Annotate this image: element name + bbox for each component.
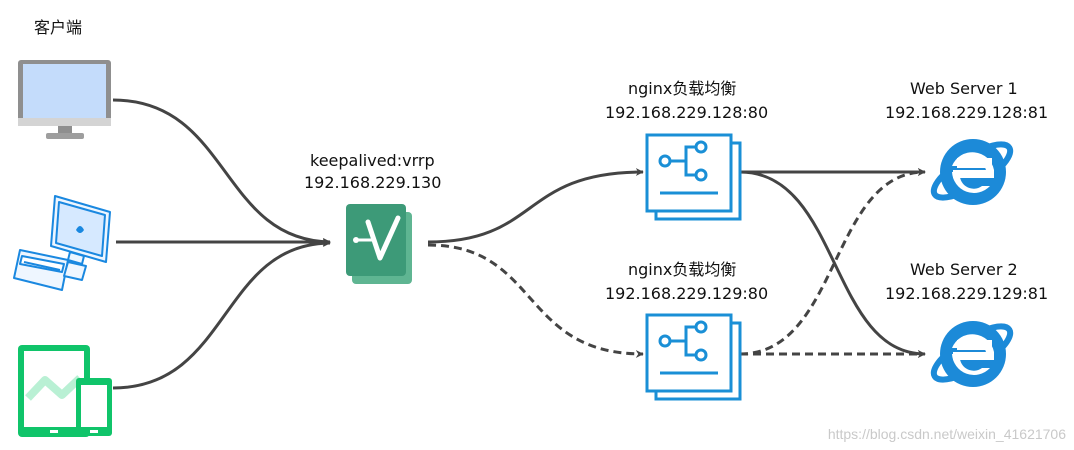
edge-keepalived-to-nginx2 (427, 243, 644, 358)
server-2-addr: 192.168.229.129:81 (885, 284, 1049, 303)
keepalived-ip: 192.168.229.130 (304, 173, 442, 192)
keepalived-name: keepalived:vrrp (310, 151, 435, 170)
tablet-phone-icon (18, 345, 112, 437)
edge-client1-to-keepalived (112, 98, 331, 246)
nginx-2-name: nginx负载均衡 (628, 260, 737, 279)
nginx-2-addr: 192.168.229.129:80 (605, 284, 769, 303)
nginx-1-addr: 192.168.229.128:80 (605, 103, 769, 122)
desktop-monitor-icon (18, 60, 111, 139)
load-balancer-icon (645, 133, 742, 221)
computer-workstation-icon (13, 195, 111, 291)
edge-keepalived-to-nginx1 (427, 168, 644, 244)
nginx-1-name: nginx负载均衡 (628, 79, 737, 98)
client-label: 客户端 (34, 18, 83, 37)
server-1-name: Web Server 1 (910, 79, 1018, 98)
internet-explorer-icon (930, 321, 1014, 387)
edge-nginx1-to-server2 (739, 170, 926, 358)
connections (112, 98, 926, 390)
edge-client3-to-keepalived (112, 239, 331, 390)
edge-nginx2-to-server1 (739, 168, 926, 356)
load-balancer-icon (645, 313, 742, 401)
server-2-name: Web Server 2 (910, 260, 1018, 279)
server-1-addr: 192.168.229.128:81 (885, 103, 1049, 122)
keepalived-icon (346, 204, 412, 284)
watermark: https://blog.csdn.net/weixin_41621706 (827, 426, 1066, 442)
internet-explorer-icon (930, 139, 1014, 205)
